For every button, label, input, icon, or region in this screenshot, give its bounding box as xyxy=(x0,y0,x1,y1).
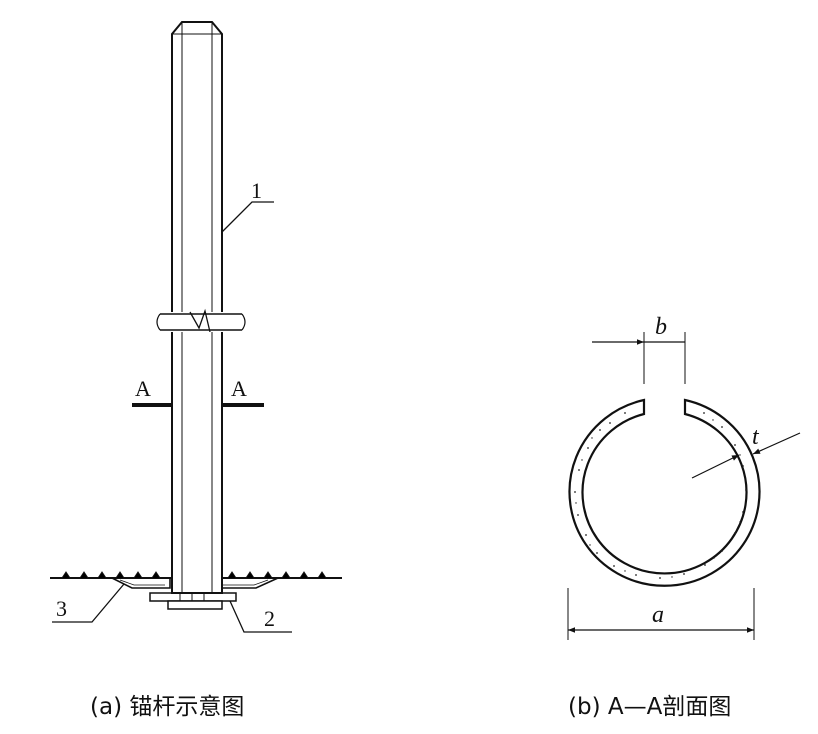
ring-stipple xyxy=(574,412,747,579)
callout-2-leader xyxy=(229,600,292,633)
dim-b-label: b xyxy=(655,314,667,340)
section-figure: b t a (b) A—A剖面图 xyxy=(567,314,801,720)
callout-1-label: 1 xyxy=(251,178,262,203)
dim-t-arrow-outer xyxy=(752,432,801,455)
rod-shaft-upper xyxy=(171,21,223,312)
figure-a-caption: (a) 锚杆示意图 xyxy=(90,694,244,720)
callout-3-leader xyxy=(52,583,125,623)
grout-pad-inner xyxy=(119,579,269,586)
c-ring-section xyxy=(568,398,761,587)
base-plate-lower xyxy=(167,600,223,610)
break-symbol xyxy=(156,308,246,333)
dim-t-arrow-inner xyxy=(691,454,740,479)
callout-2-label: 2 xyxy=(264,606,275,631)
base-plate xyxy=(149,592,237,602)
section-label-left: A xyxy=(135,376,151,401)
rod-shaft-lower xyxy=(171,332,223,594)
dim-t-label: t xyxy=(752,424,760,450)
callout-3-label: 3 xyxy=(56,596,67,621)
section-label-right: A xyxy=(231,376,247,401)
ground-hatching xyxy=(61,571,327,579)
anchor-rod-figure: A A 1 3 2 (a) 锚杆示意图 xyxy=(50,21,342,720)
figure-b-caption: (b) A—A剖面图 xyxy=(568,694,731,720)
callout-1-leader xyxy=(221,201,274,233)
dim-a-label: a xyxy=(652,602,664,628)
